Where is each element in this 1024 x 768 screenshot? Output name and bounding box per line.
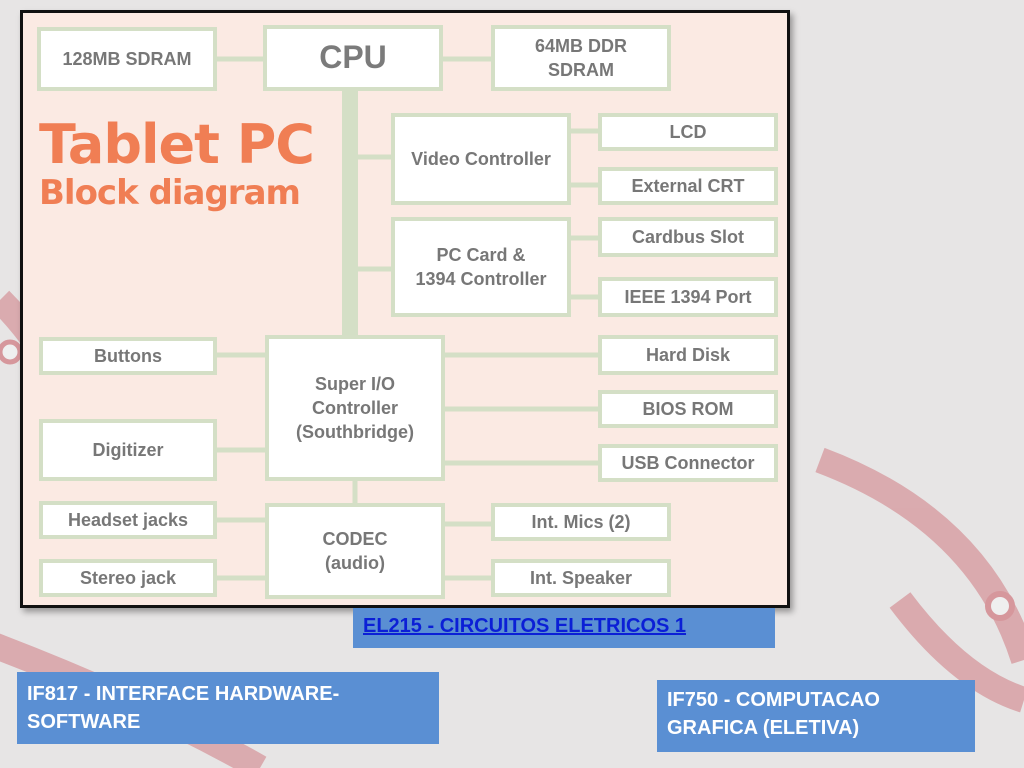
block-hard-disk: Hard Disk <box>598 335 778 375</box>
block-pc-card-1394-controller: PC Card & 1394 Controller <box>391 217 571 317</box>
block-usb-connector: USB Connector <box>598 444 778 482</box>
block-super-io-controller: Super I/O Controller (Southbridge) <box>265 335 445 481</box>
block-video-controller: Video Controller <box>391 113 571 205</box>
block-lcd: LCD <box>598 113 778 151</box>
diagram-title: Tablet PC <box>39 113 315 176</box>
block-diagram-panel: Tablet PC Block diagram 128MB SDRAM CPU … <box>20 10 790 608</box>
diagram-connectors <box>217 56 601 581</box>
block-128mb-sdram: 128MB SDRAM <box>37 27 217 91</box>
block-cpu: CPU <box>263 25 443 91</box>
block-int-mics: Int. Mics (2) <box>491 503 671 541</box>
block-int-speaker: Int. Speaker <box>491 559 671 597</box>
block-external-crt: External CRT <box>598 167 778 205</box>
block-codec-audio: CODEC (audio) <box>265 503 445 599</box>
block-headset-jacks: Headset jacks <box>39 501 217 539</box>
if750-course-label: IF750 - COMPUTACAO GRAFICA (ELETIVA) <box>657 680 975 752</box>
block-stereo-jack: Stereo jack <box>39 559 217 597</box>
if817-course-label: IF817 - INTERFACE HARDWARE-SOFTWARE <box>17 672 439 744</box>
el215-link-banner: EL215 - CIRCUITOS ELETRICOS 1 <box>353 608 775 648</box>
block-64mb-ddr-sdram: 64MB DDR SDRAM <box>491 25 671 91</box>
el215-link[interactable]: EL215 - CIRCUITOS ELETRICOS 1 <box>363 615 687 637</box>
block-ieee-1394-port: IEEE 1394 Port <box>598 277 778 317</box>
diagram-subtitle: Block diagram <box>39 173 301 213</box>
block-buttons: Buttons <box>39 337 217 375</box>
block-digitizer: Digitizer <box>39 419 217 481</box>
block-cardbus-slot: Cardbus Slot <box>598 217 778 257</box>
block-bios-rom: BIOS ROM <box>598 390 778 428</box>
